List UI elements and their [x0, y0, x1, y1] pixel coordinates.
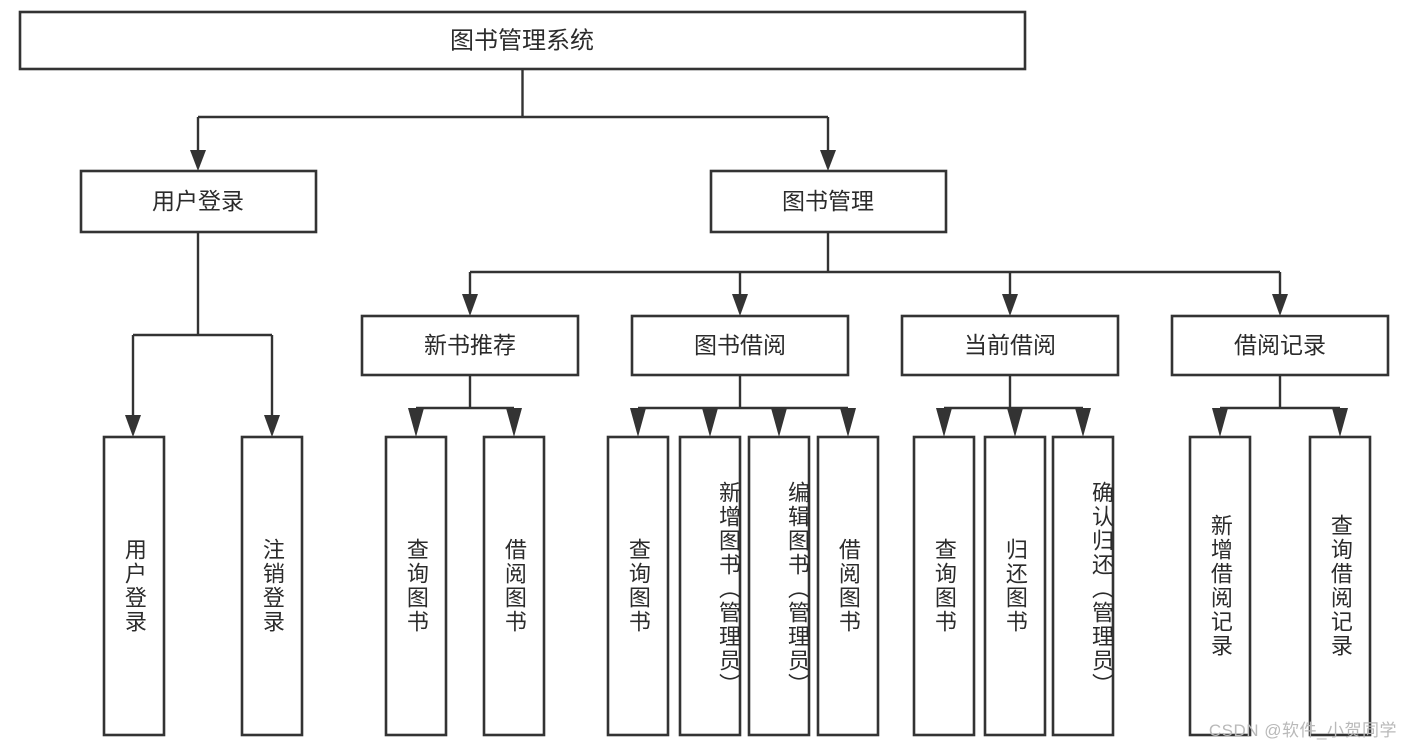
arrow-head-book-borrow [732, 294, 748, 316]
node-leaf-borrow-book-box[interactable] [816, 435, 880, 737]
node-new-book-recommend-box[interactable] [360, 314, 580, 377]
arrow-head-leaf-confirm-return-admin [1075, 408, 1091, 437]
node-book-management-label: 图书管理 [782, 188, 874, 214]
arrow-head-book-management [820, 150, 836, 171]
node-borrow-records[interactable]: 借阅记录 [1170, 314, 1390, 377]
arrow-head-borrow-records [1272, 294, 1288, 316]
node-leaf-query-book-current-box[interactable] [912, 435, 976, 737]
arrow-head-user-login [190, 150, 206, 171]
node-book-management-box[interactable] [709, 169, 948, 234]
arrow-head-leaf-user-login [125, 415, 141, 437]
edge-layer [125, 69, 1348, 437]
node-leaf-user-logout-box[interactable] [240, 435, 304, 737]
arrow-head-leaf-query-book-borrow [630, 408, 646, 437]
node-leaf-borrow-book-recommend-box[interactable] [482, 435, 546, 737]
node-layer: 图书管理系统 用户登录 图书管理 新书推荐 图书借阅 当前 [18, 10, 1390, 737]
node-leaf-query-book-recommend-box[interactable] [384, 435, 448, 737]
node-leaf-query-borrow-record-box[interactable] [1308, 435, 1372, 737]
node-book-borrow[interactable]: 图书借阅 [630, 314, 850, 377]
arrow-head-new-book-recommend [462, 294, 478, 316]
arrow-head-leaf-borrow-book [840, 408, 856, 437]
node-new-book-recommend-label: 新书推荐 [424, 332, 516, 358]
node-leaf-edit-book-admin-box[interactable] [747, 435, 811, 737]
arrow-head-leaf-add-borrow-record [1212, 408, 1228, 437]
node-root-label: 图书管理系统 [450, 27, 594, 54]
node-leaf-user-login-box[interactable] [102, 435, 166, 737]
node-new-book-recommend[interactable]: 新书推荐 [360, 314, 580, 377]
node-book-management[interactable]: 图书管理 [709, 169, 948, 234]
csdn-watermark: CSDN @软件_小贺同学 [1208, 721, 1397, 740]
node-borrow-records-label: 借阅记录 [1234, 332, 1326, 358]
node-leaf-confirm-return-admin-box[interactable] [1051, 435, 1115, 737]
arrow-head-leaf-add-book-admin [702, 408, 718, 437]
node-leaf-add-borrow-record-box[interactable] [1188, 435, 1252, 737]
arrow-head-current-borrow [1002, 294, 1018, 316]
node-current-borrow-label: 当前借阅 [964, 332, 1056, 358]
arrow-head-leaf-edit-book-admin [771, 408, 787, 437]
node-leaf-add-book-admin-box[interactable] [678, 435, 742, 737]
node-current-borrow-box[interactable] [900, 314, 1120, 377]
node-borrow-records-box[interactable] [1170, 314, 1390, 377]
arrow-head-leaf-query-book-recommend [408, 408, 424, 437]
node-book-borrow-box[interactable] [630, 314, 850, 377]
node-current-borrow[interactable]: 当前借阅 [900, 314, 1120, 377]
node-user-login-label: 用户登录 [152, 188, 244, 214]
node-book-borrow-label: 图书借阅 [694, 332, 786, 358]
arrow-head-leaf-borrow-book-recommend [506, 408, 522, 437]
arrow-head-leaf-query-book-current [936, 408, 952, 437]
node-root[interactable]: 图书管理系统 [18, 10, 1027, 71]
arrow-head-leaf-return-book [1007, 408, 1023, 437]
node-root-box[interactable] [18, 10, 1027, 71]
node-user-login[interactable]: 用户登录 [79, 169, 318, 234]
arrow-head-leaf-query-borrow-record [1332, 408, 1348, 437]
node-user-login-box[interactable] [79, 169, 318, 234]
arrow-head-leaf-user-logout [264, 415, 280, 437]
node-leaf-return-book-box[interactable] [983, 435, 1047, 737]
node-leaf-query-book-borrow-box[interactable] [606, 435, 670, 737]
